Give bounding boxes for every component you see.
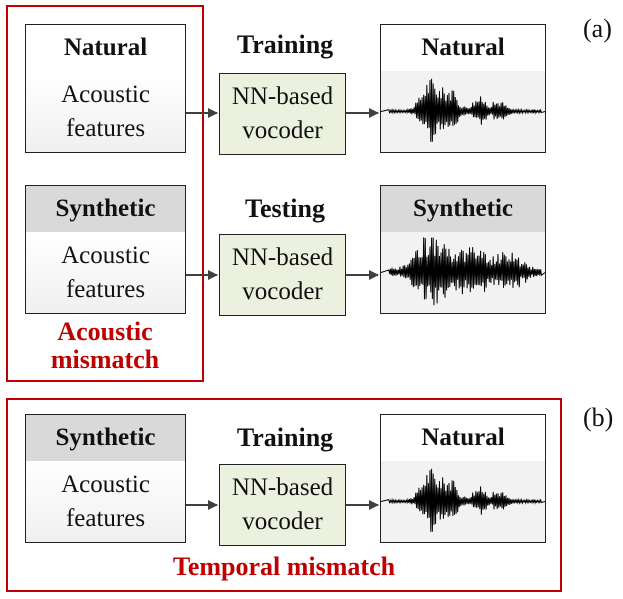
output-header: Synthetic <box>381 186 545 233</box>
input-header: Natural <box>26 25 185 72</box>
panel-a-tag: (a) <box>583 14 612 43</box>
natural-waveform <box>381 461 545 542</box>
synthetic-waveform <box>381 232 545 313</box>
testing-label: Testing <box>245 194 325 223</box>
temporal-mismatch-frame <box>6 398 562 592</box>
waveform-trace <box>381 78 545 142</box>
waveform-trace <box>381 237 545 306</box>
panel-b-tag: (b) <box>583 403 614 432</box>
input-header: Synthetic <box>26 415 185 462</box>
synthetic-output-box: Synthetic <box>380 185 546 314</box>
waveform-trace <box>381 468 545 532</box>
acoustic-mismatch-label: Acoustic mismatch <box>50 317 160 374</box>
output-header: Natural <box>381 415 545 462</box>
training-label: Training <box>236 423 334 452</box>
natural-output-box: Natural <box>380 24 546 153</box>
natural-output-box: Natural <box>380 414 546 543</box>
training-label: Training <box>236 30 334 59</box>
acoustic-mismatch-frame <box>6 5 204 382</box>
natural-waveform <box>381 71 545 152</box>
input-header: Synthetic <box>26 186 185 233</box>
temporal-mismatch-label: Temporal mismatch <box>172 552 396 581</box>
